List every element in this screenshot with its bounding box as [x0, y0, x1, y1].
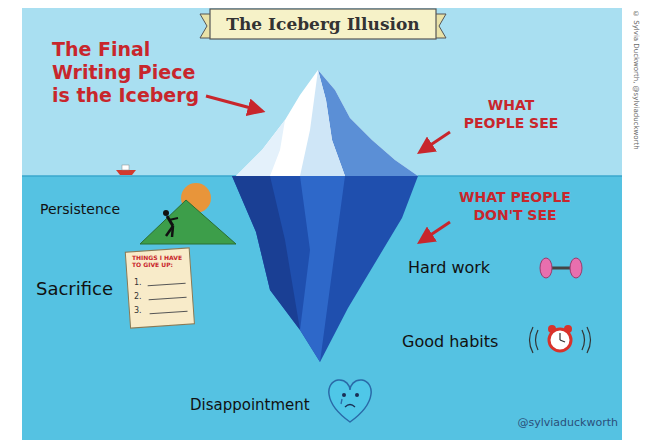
list-heading: THINGS I HAVE TO GIVE UP:: [132, 254, 188, 268]
boat: [116, 165, 136, 175]
diagram-title: The Iceberg Illusion: [214, 12, 432, 36]
mountain-icon: [140, 183, 236, 244]
callout-text: The Final Writing Piece is the Iceberg: [52, 38, 204, 107]
item-label: Disappointment: [190, 396, 326, 415]
item-label: Good habits: [402, 332, 526, 352]
pointer-arrow: [420, 132, 450, 152]
item-label: Hard work: [408, 258, 524, 278]
list-number: 2.: [134, 292, 148, 302]
dumbbell-icon: [540, 258, 582, 278]
iceberg-underwater: [232, 176, 418, 362]
paper-list: [125, 248, 194, 328]
item-label: Persistence: [40, 200, 136, 218]
list-number: 3.: [134, 306, 148, 316]
sky: [22, 8, 622, 176]
callout-text: WHAT PEOPLE SEE: [456, 96, 566, 132]
watermark: @sylviaduckworth: [500, 416, 618, 430]
alarm-clock-icon: [530, 325, 591, 353]
pointer-arrow: [420, 222, 450, 242]
pointer-arrow: [206, 96, 262, 111]
sad-heart-icon: [329, 380, 371, 422]
item-label: Sacrifice: [36, 278, 126, 300]
list-number: 1.: [134, 278, 148, 288]
title-banner: [200, 9, 446, 39]
water: [22, 176, 622, 440]
copyright-note: © Sylvia Duckworth, @sylviaduckworth: [627, 10, 641, 210]
callout-text: WHAT PEOPLE DON'T SEE: [456, 188, 574, 224]
iceberg-tip: [236, 70, 418, 176]
